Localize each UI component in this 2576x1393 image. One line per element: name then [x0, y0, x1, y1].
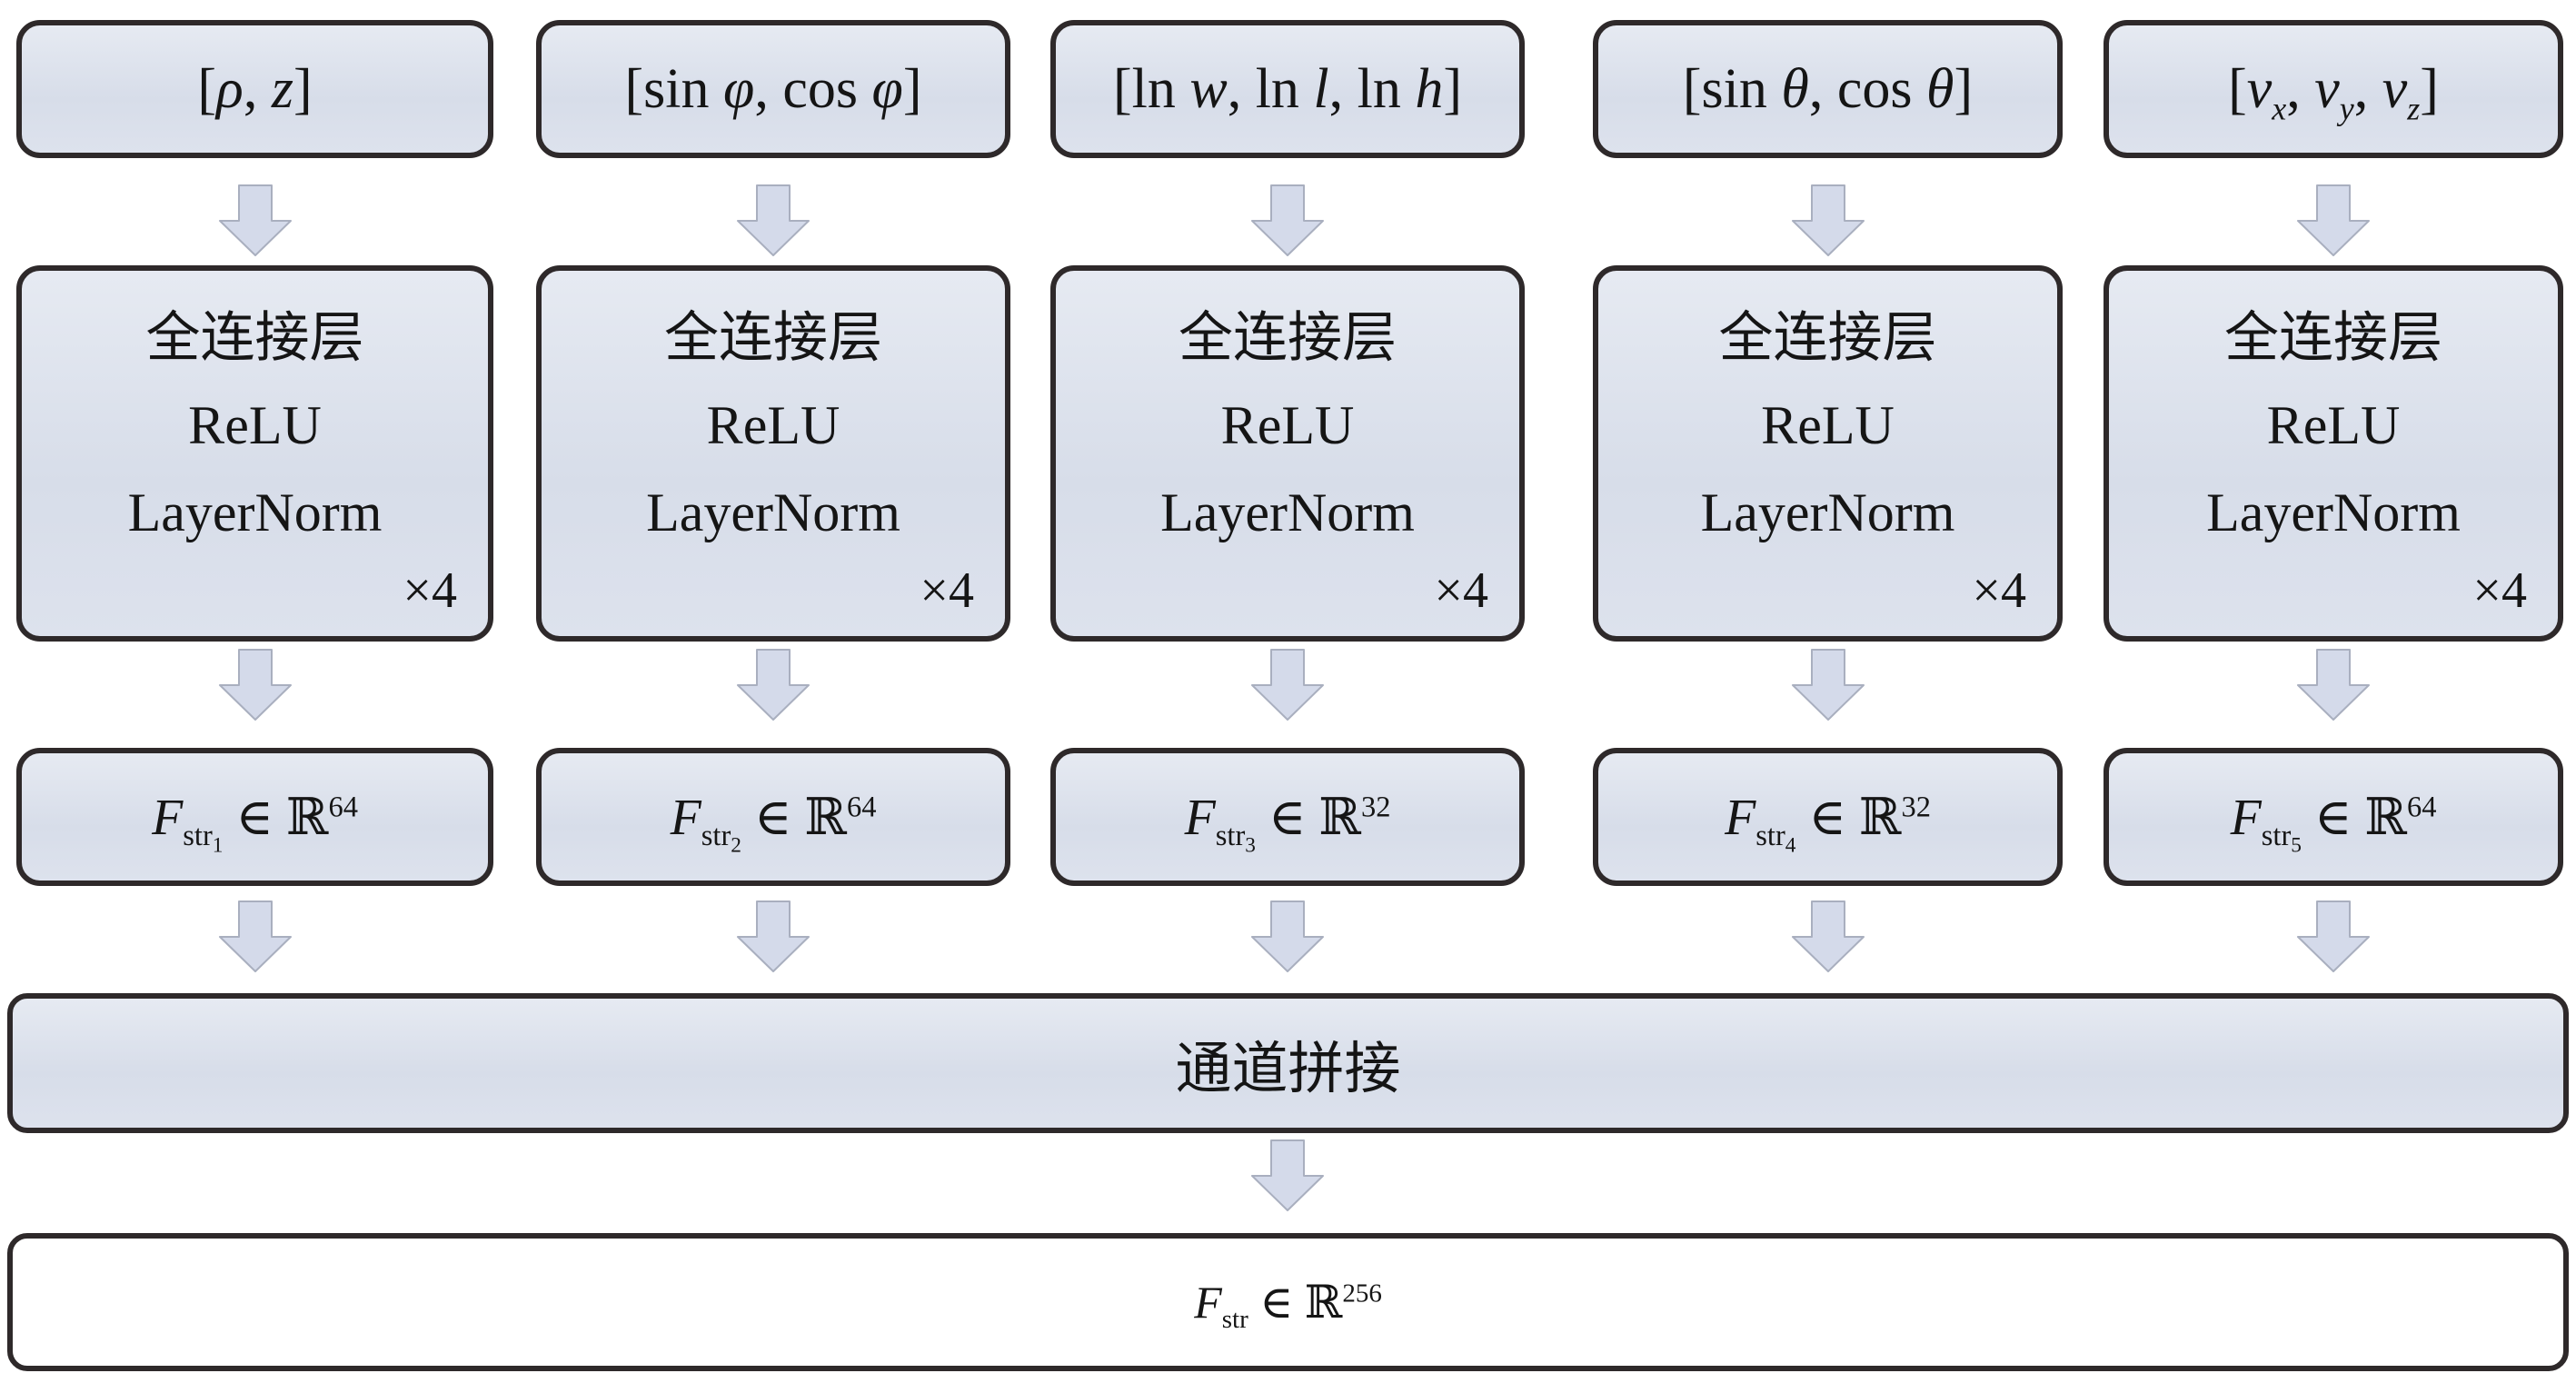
mlp-box-5: 全连接层 ReLU LayerNorm ×4 [2104, 265, 2563, 642]
concat-bar: 通道拼接 [7, 993, 2569, 1133]
fc-layer-label: 全连接层 [1179, 308, 1397, 368]
input-formula-3: [ln w, ln l, ln h] [1112, 57, 1463, 120]
input-box-3: [ln w, ln l, ln h] [1050, 20, 1525, 158]
feature-formula-5: Fstr5 ∈ ℝ64 [2230, 787, 2437, 858]
down-arrow-icon [737, 649, 810, 721]
input-box-1: [ρ, z] [16, 20, 493, 158]
input-formula-5: [vx, vy, vz] [2228, 57, 2439, 126]
relu-label: ReLU [2266, 395, 2401, 455]
feature-box-4: Fstr4 ∈ ℝ32 [1593, 748, 2063, 886]
output-formula: Fstr ∈ ℝ256 [1194, 1276, 1382, 1334]
branch-1: [ρ, z] 全连接层 ReLU LayerNorm ×4 Fstr1 ∈ ℝ6… [16, 0, 493, 1072]
repeat-count-label: ×4 [2472, 562, 2527, 619]
repeat-count-label: ×4 [1972, 562, 2026, 619]
down-arrow-icon [1791, 184, 1865, 256]
mlp-box-1: 全连接层 ReLU LayerNorm ×4 [16, 265, 493, 642]
relu-label: ReLU [706, 395, 840, 455]
down-arrow-icon [2297, 649, 2370, 721]
branch-4: [sin θ, cos θ] 全连接层 ReLU LayerNorm ×4 Fs… [1593, 0, 2063, 1072]
feature-box-2: Fstr2 ∈ ℝ64 [536, 748, 1010, 886]
input-box-5: [vx, vy, vz] [2104, 20, 2563, 158]
repeat-count-label: ×4 [1434, 562, 1488, 619]
down-arrow-icon [2297, 184, 2370, 256]
feature-box-1: Fstr1 ∈ ℝ64 [16, 748, 493, 886]
down-arrow-icon [1251, 1139, 1324, 1211]
input-formula-4: [sin θ, cos θ] [1682, 57, 1974, 120]
fc-layer-label: 全连接层 [2224, 308, 2442, 368]
down-arrow-icon [1251, 900, 1324, 972]
feature-box-5: Fstr5 ∈ ℝ64 [2104, 748, 2563, 886]
feature-box-3: Fstr3 ∈ ℝ32 [1050, 748, 1525, 886]
input-formula-2: [sin φ, cos φ] [624, 57, 922, 120]
feature-formula-1: Fstr1 ∈ ℝ64 [152, 787, 358, 858]
layernorm-label: LayerNorm [1160, 483, 1415, 542]
layernorm-label: LayerNorm [646, 483, 900, 542]
down-arrow-icon [1791, 900, 1865, 972]
down-arrow-icon [218, 649, 292, 721]
mlp-box-2: 全连接层 ReLU LayerNorm ×4 [536, 265, 1010, 642]
down-arrow-icon [737, 184, 810, 256]
down-arrow-icon [218, 184, 292, 256]
mlp-box-3: 全连接层 ReLU LayerNorm ×4 [1050, 265, 1525, 642]
repeat-count-label: ×4 [403, 562, 457, 619]
relu-label: ReLU [1220, 395, 1355, 455]
layernorm-label: LayerNorm [127, 483, 383, 542]
input-formula-1: [ρ, z] [197, 57, 313, 120]
input-box-4: [sin θ, cos θ] [1593, 20, 2063, 158]
fc-layer-label: 全连接层 [145, 308, 364, 368]
layernorm-label: LayerNorm [2206, 483, 2461, 542]
feature-formula-3: Fstr3 ∈ ℝ32 [1184, 787, 1391, 858]
down-arrow-icon [737, 900, 810, 972]
down-arrow-icon [2297, 900, 2370, 972]
input-box-2: [sin φ, cos φ] [536, 20, 1010, 158]
relu-label: ReLU [1761, 395, 1895, 455]
repeat-count-label: ×4 [920, 562, 974, 619]
feature-formula-2: Fstr2 ∈ ℝ64 [670, 787, 877, 858]
fc-layer-label: 全连接层 [664, 308, 882, 368]
down-arrow-icon [218, 900, 292, 972]
layernorm-label: LayerNorm [1700, 483, 1955, 542]
mlp-box-4: 全连接层 ReLU LayerNorm ×4 [1593, 265, 2063, 642]
concat-label: 通道拼接 [1175, 1039, 1401, 1100]
relu-label: ReLU [188, 395, 322, 455]
down-arrow-icon [1251, 649, 1324, 721]
down-arrow-icon [1791, 649, 1865, 721]
down-arrow-icon [1251, 184, 1324, 256]
feature-formula-4: Fstr4 ∈ ℝ32 [1725, 787, 1931, 858]
output-box: Fstr ∈ ℝ256 [7, 1233, 2569, 1371]
branch-2: [sin φ, cos φ] 全连接层 ReLU LayerNorm ×4 Fs… [536, 0, 1010, 1072]
branch-3: [ln w, ln l, ln h] 全连接层 ReLU LayerNorm ×… [1050, 0, 1525, 1072]
fc-layer-label: 全连接层 [1718, 308, 1937, 368]
branch-5: [vx, vy, vz] 全连接层 ReLU LayerNorm ×4 Fstr… [2104, 0, 2563, 1072]
